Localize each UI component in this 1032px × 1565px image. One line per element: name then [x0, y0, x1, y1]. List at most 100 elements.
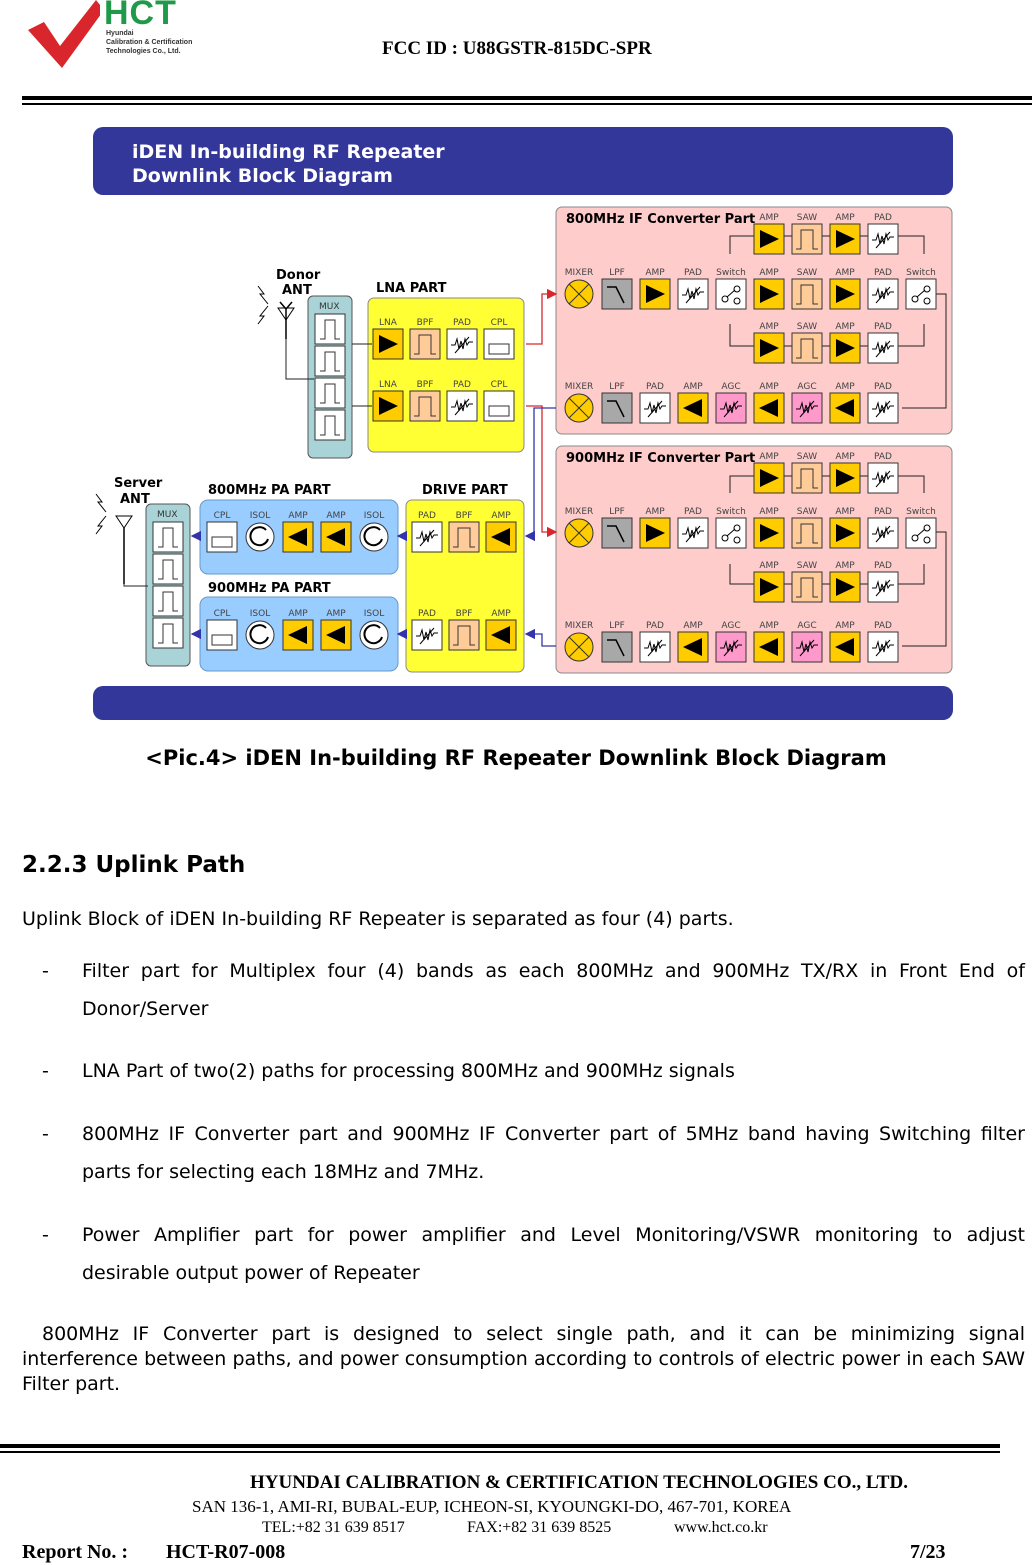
header-rule-thick: [22, 96, 1032, 100]
lna-cpl-block-label: CPL: [491, 318, 508, 328]
conv-lpf-block-label: LPF: [609, 382, 625, 392]
pa-amp-block: AMP: [282, 511, 314, 553]
conv-amp-block-label: AMP: [759, 452, 779, 462]
pa-amp-block-label: AMP: [326, 511, 346, 521]
conv-amp-block: AMP: [677, 621, 709, 663]
conv-switch-block-label: Switch: [716, 268, 746, 278]
conv-saw-block-label: SAW: [797, 561, 818, 571]
logo-brand: HCT: [104, 0, 177, 32]
conv-switch-block-label: Switch: [906, 268, 936, 278]
conv-pad-block: PAD: [677, 268, 709, 310]
conv-pad-block-label: PAD: [874, 621, 892, 631]
lna-lna-block: LNA: [372, 380, 404, 422]
conv-pad-block: PAD: [867, 452, 899, 494]
conv-pad-block-label: PAD: [874, 322, 892, 332]
lna-cpl-block-label: CPL: [491, 380, 508, 390]
conv-amp-block: AMP: [753, 507, 785, 549]
diagram-title-2: Downlink Block Diagram: [132, 165, 393, 187]
lna-part-label: LNA PART: [376, 281, 447, 296]
conv-pad-block-label: PAD: [684, 268, 702, 278]
conv-mixer-block: MIXER: [564, 621, 594, 662]
pa-isol-block-label: ISOL: [364, 511, 384, 521]
conv-amp-block-label: AMP: [835, 621, 855, 631]
bullet-text: Filter part for Multiplex four (4) bands…: [82, 960, 1025, 1020]
conv-amp-block-label: AMP: [835, 268, 855, 278]
conv-saw-block-label: SAW: [797, 452, 818, 462]
drive-pad-block-label: PAD: [418, 511, 436, 521]
conv-saw-block: SAW: [791, 561, 823, 603]
server-mux-filter: [152, 553, 184, 585]
footer-company: HYUNDAI CALIBRATION & CERTIFICATION TECH…: [250, 1472, 908, 1493]
conv-lpf-block: LPF: [601, 621, 633, 663]
block-diagram: iDEN In-building RF Repeater Downlink Bl…: [90, 124, 956, 724]
conv-agc-block-label: AGC: [797, 382, 816, 392]
conv-pad-block-label: PAD: [874, 507, 892, 517]
svg-text:MUX: MUX: [319, 302, 340, 312]
server-ant-label-1: Server: [114, 476, 163, 491]
pa-cpl-block: CPL: [206, 609, 238, 651]
conv-amp-block-label: AMP: [759, 507, 779, 517]
conv-saw-block: SAW: [791, 452, 823, 494]
lna-bpf-block-label: BPF: [417, 380, 434, 390]
conv-pad-block: PAD: [867, 561, 899, 603]
conv-pad-block: PAD: [867, 507, 899, 549]
page-number: 7/23: [910, 1541, 946, 1563]
conv-amp-block-label: AMP: [759, 561, 779, 571]
pa-isol-block: ISOL: [245, 609, 275, 650]
conv-amp-block: AMP: [753, 382, 785, 424]
pa-amp-block: AMP: [320, 511, 352, 553]
conv-amp-block: AMP: [829, 322, 861, 364]
conv-amp-block: AMP: [829, 382, 861, 424]
diagram-bottom-bar: [93, 686, 953, 720]
conv-amp-block-label: AMP: [759, 382, 779, 392]
company-logo: HCT Hyundai Calibration & Certification …: [26, 0, 206, 70]
conv-amp-block-label: AMP: [835, 507, 855, 517]
conv-amp-block-label: AMP: [759, 621, 779, 631]
lna-bpf-block: BPF: [409, 380, 441, 422]
conv-agc-block-label: AGC: [721, 382, 740, 392]
drive-pad-block: PAD: [411, 609, 443, 651]
conv-pad-block: PAD: [867, 382, 899, 424]
conv-pad-block-label: PAD: [874, 561, 892, 571]
drive-part-label: DRIVE PART: [422, 483, 508, 498]
conv-saw-block-label: SAW: [797, 268, 818, 278]
conv-switch-block: Switch: [715, 268, 747, 310]
conv-amp-block-label: AMP: [683, 382, 703, 392]
figure-caption: <Pic.4> iDEN In-building RF Repeater Dow…: [145, 746, 887, 770]
pa-cpl-block-label: CPL: [214, 609, 231, 619]
svg-text:MUX: MUX: [157, 510, 178, 520]
conv-saw-block: SAW: [791, 507, 823, 549]
report-number: HCT-R07-008: [166, 1541, 286, 1563]
conv-agc-block-label: AGC: [721, 621, 740, 631]
bullet-item-3: - 800MHz IF Converter part and 900MHz IF…: [22, 1115, 1025, 1191]
lna-bpf-block-label: BPF: [417, 318, 434, 328]
conv-amp-block-label: AMP: [759, 268, 779, 278]
drive-amp-block-label: AMP: [491, 609, 511, 619]
lna-pad-block: PAD: [446, 318, 478, 360]
pa-isol-block-label: ISOL: [250, 511, 270, 521]
diagram-title-bar: [93, 127, 953, 195]
conv-amp-block: AMP: [753, 268, 785, 310]
conv800-label: 800MHz IF Converter Part: [566, 212, 755, 227]
pa-isol-block: ISOL: [359, 609, 389, 650]
conv-amp-block: AMP: [829, 507, 861, 549]
conv-amp-block-label: AMP: [759, 322, 779, 332]
donor-mux-filter: [314, 377, 346, 409]
conv-amp-block: AMP: [639, 507, 671, 549]
conv-amp-block-label: AMP: [645, 507, 665, 517]
conv-amp-block-label: AMP: [835, 322, 855, 332]
conv-amp-block: AMP: [753, 322, 785, 364]
lna-lna-block-label: LNA: [379, 318, 398, 328]
drive-bpf-block-label: BPF: [456, 511, 473, 521]
conv-mixer-block: MIXER: [564, 382, 594, 423]
conv-pad-block-label: PAD: [874, 268, 892, 278]
conv-amp-block: AMP: [753, 561, 785, 603]
conv-pad-block-label: PAD: [874, 213, 892, 223]
footer-rule-thick: [0, 1444, 1000, 1448]
conv-pad-block-label: PAD: [874, 382, 892, 392]
bullet-item-4: - Power Amplifier part for power amplifi…: [22, 1216, 1025, 1292]
conv-pad-block: PAD: [867, 621, 899, 663]
conv-amp-block-label: AMP: [645, 268, 665, 278]
donor-mux-filter: [314, 345, 346, 377]
footer-web: www.hct.co.kr: [674, 1519, 768, 1536]
